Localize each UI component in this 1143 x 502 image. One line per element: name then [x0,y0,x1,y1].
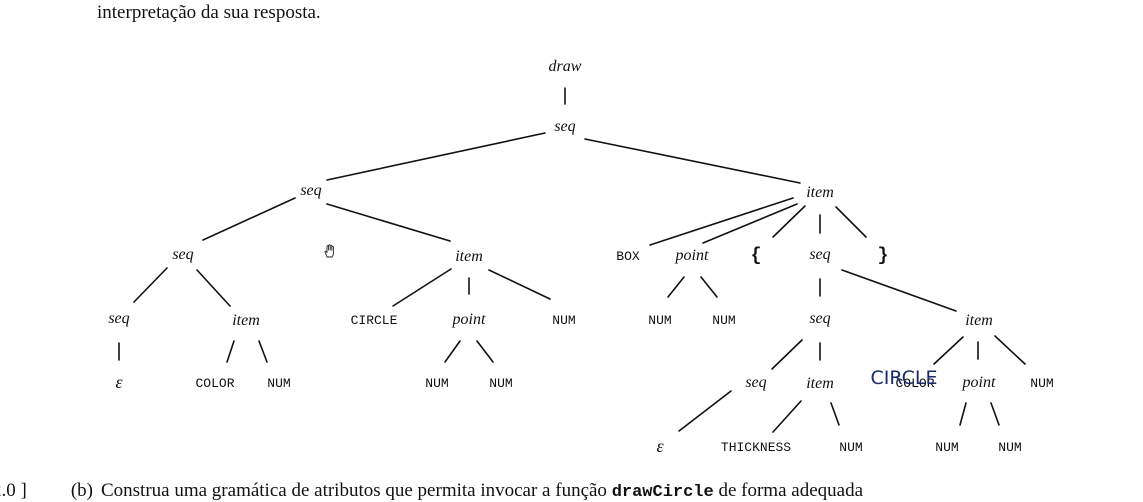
intro-text: interpretação da sua resposta. [97,2,321,23]
node-terminal-color: COLOR [195,376,234,391]
edge [476,340,494,363]
node-epsilon: ε [656,436,664,456]
edge [258,340,268,363]
node-item: item [806,375,834,392]
node-right-brace: } [878,246,889,266]
edge [702,203,798,244]
node-terminal-num: NUM [935,440,958,455]
overlay-annotation: CIRCLE [871,367,938,389]
node-terminal-num: NUM [489,376,512,391]
node-point: point [675,247,709,264]
node-seq: seq [809,246,830,263]
node-terminal-num: NUM [1030,376,1053,391]
edge [994,335,1026,365]
edge [326,132,546,181]
edge [444,340,461,363]
edge [771,339,803,370]
question-label: (b) [70,480,93,501]
edge [772,205,806,238]
node-item: item [806,184,834,201]
edge [841,269,957,312]
edge [990,402,1000,426]
node-left-brace: { [751,246,762,266]
edge [700,276,718,298]
node-point: point [962,374,996,391]
node-seq: seq [809,310,830,327]
node-terminal-color: COLOR [895,376,934,391]
edge [202,197,296,241]
node-terminal-num: NUM [267,376,290,391]
edge [830,402,840,426]
edge [392,268,452,307]
node-epsilon: ε [115,372,123,392]
node-seq: seq [300,182,321,199]
edge [835,206,867,238]
edge [933,336,964,365]
question-text-end: de forma adequada [713,480,864,501]
node-terminal-thickness: THICKNESS [721,440,791,455]
edge [326,203,451,242]
node-item: item [965,312,993,329]
node-item: item [232,312,260,329]
edge [678,390,732,432]
node-seq: seq [108,310,129,327]
hand-cursor-icon [324,244,334,258]
edge [196,269,231,307]
node-terminal-num: NUM [998,440,1021,455]
node-point: point [452,311,486,328]
node-seq: seq [554,118,575,135]
edge [584,138,801,184]
function-name: drawCircle [611,483,714,502]
question-b-text: 2.0 ] (b) Construa uma gramática de atribu… [0,480,863,502]
node-seq: seq [745,374,766,391]
node-item: item [455,248,483,265]
edge [772,400,802,433]
edge [226,340,235,363]
node-terminal-box: BOX [616,249,640,264]
node-terminal-num: NUM [712,313,735,328]
edge [667,276,685,298]
node-terminal-num: NUM [552,313,575,328]
node-draw: draw [549,58,582,75]
node-terminal-num: NUM [648,313,671,328]
tree-edges [118,87,1026,433]
edge [959,402,967,426]
edge [488,269,551,300]
edge [133,267,168,303]
node-terminal-circle: CIRCLE [351,313,398,328]
edge [649,197,794,246]
question-text-start: Construa uma gramática de atributos que … [100,480,612,501]
question-score: 2.0 ] [0,480,27,501]
node-terminal-num: NUM [425,376,448,391]
node-terminal-num: NUM [839,440,862,455]
node-seq: seq [172,246,193,263]
